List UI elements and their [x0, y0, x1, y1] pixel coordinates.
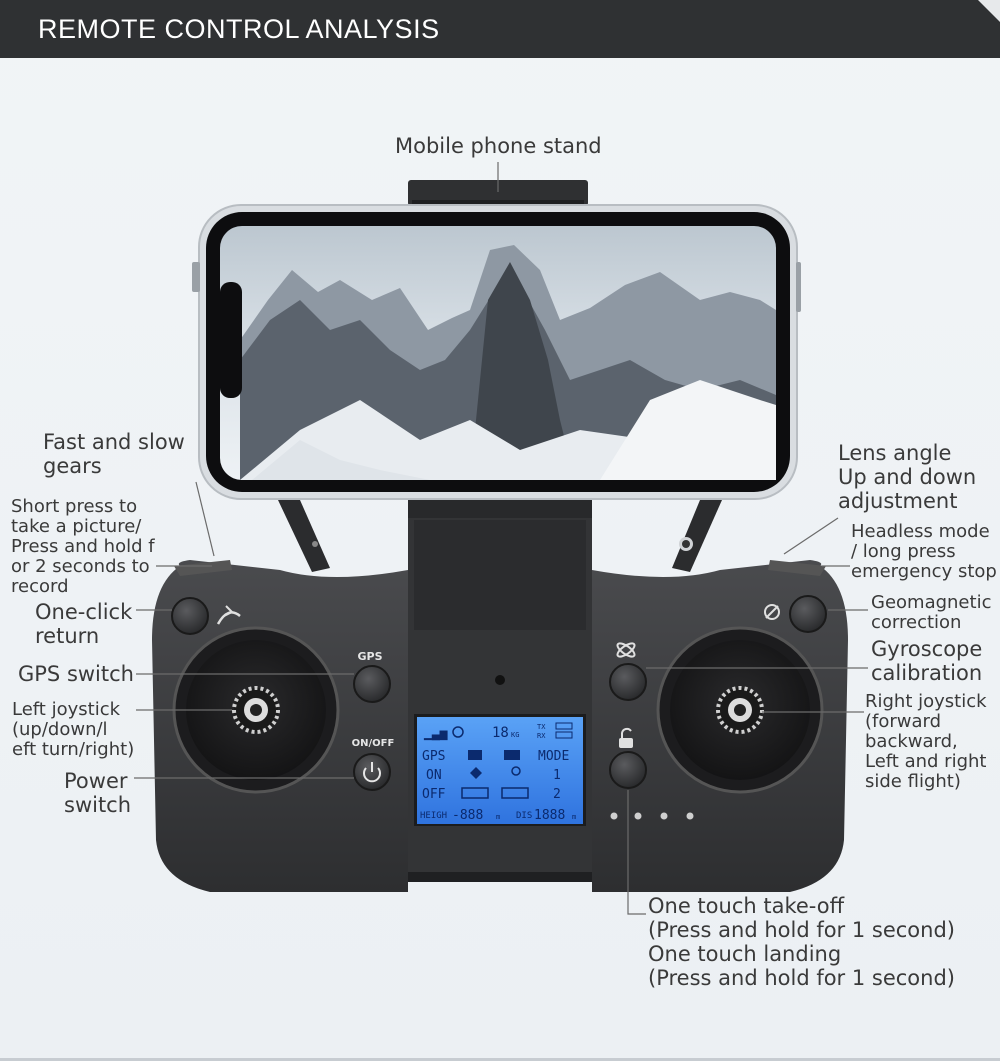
page-title: REMOTE CONTROL ANALYSIS — [38, 14, 440, 44]
lcd-dis: DIS — [516, 811, 532, 821]
lcd-one: 1 — [553, 768, 561, 783]
onoff-button-label: ON/OFF — [352, 738, 395, 749]
right-joystick[interactable] — [656, 626, 824, 794]
leader-lines — [134, 162, 868, 915]
lcd-speed-unit: KG — [511, 731, 519, 739]
label-gps-switch: GPS switch — [18, 662, 134, 686]
lcd-camera-icon — [468, 750, 482, 760]
lcd-speed: 18 — [492, 725, 509, 741]
lcd-pin-icon — [511, 766, 521, 776]
phone-screen-image — [220, 226, 776, 480]
lcd-signal-icon: ▁▃▅ — [423, 726, 448, 741]
lcd-headless-icon — [501, 787, 529, 799]
label-left-joystick: Left joystick (up/down/l eft turn/right) — [12, 699, 135, 760]
leader-takeoff — [627, 790, 646, 915]
lcd-heigh-unit: m — [496, 813, 500, 821]
lcd-gps: GPS — [422, 749, 445, 764]
one-click-return-button[interactable] — [171, 597, 209, 635]
label-phone-stand: Mobile phone stand — [395, 134, 602, 158]
lcd-heigh: HEIGH — [420, 811, 447, 821]
label-headless: Headless mode / long press emergency sto… — [851, 521, 997, 582]
lcd-target-icon — [452, 726, 464, 738]
label-gyroscope: Gyroscope calibration — [871, 637, 983, 685]
compass-icon — [764, 604, 780, 620]
label-fast-slow: Fast and slow gears — [43, 430, 185, 478]
lcd-hold-icon — [461, 787, 489, 799]
label-lens-angle: Lens angle Up and down adjustment — [838, 441, 977, 513]
label-right-joystick: Right joystick (forward backward, Left a… — [865, 691, 987, 792]
lcd-two: 2 — [553, 787, 561, 802]
label-short-press: Short press to take a picture/ Press and… — [11, 496, 155, 597]
lcd-video-icon — [504, 750, 520, 760]
return-icon — [216, 605, 241, 625]
label-takeoff-landing: One touch take-off (Press and hold for 1… — [648, 894, 955, 990]
lcd-off: OFF — [422, 787, 446, 802]
unlock-icon — [619, 727, 633, 748]
lcd-dis-unit: m — [572, 813, 576, 821]
bottom-rule — [0, 1058, 1000, 1061]
takeoff-landing-button[interactable] — [609, 751, 647, 789]
label-geomagnetic: Geomagnetic correction — [871, 592, 992, 633]
gyroscope-icon — [616, 642, 636, 658]
lcd-screen: ▁▃▅ 18 KG TX RX GPS MODE ON 1 OFF 2 HEIG… — [414, 714, 586, 826]
lcd-dis-value: 1888 — [534, 808, 565, 823]
lcd-tx-battery-icon — [555, 722, 573, 730]
label-one-click-return: One-click return — [35, 600, 133, 648]
geomagnetic-button[interactable] — [789, 595, 827, 633]
header-bar: REMOTE CONTROL ANALYSIS — [0, 0, 1000, 58]
label-power-switch: Power switch — [64, 769, 132, 817]
indicator-dots — [610, 812, 694, 820]
left-joystick[interactable] — [172, 626, 340, 794]
lcd-rx: RX — [537, 732, 546, 740]
leader-lens-angle — [783, 517, 839, 555]
gps-switch-button[interactable] — [353, 665, 391, 703]
leader-fast-slow — [195, 481, 215, 557]
lcd-heigh-value: -888 — [452, 808, 483, 823]
lcd-mode: MODE — [538, 749, 569, 764]
gyroscope-button[interactable] — [609, 663, 647, 701]
header-corner — [978, 0, 1000, 22]
lcd-rx-battery-icon — [555, 731, 573, 739]
gps-button-label: GPS — [357, 650, 382, 663]
lcd-diamond-icon — [470, 767, 482, 779]
lcd-tx: TX — [537, 723, 546, 731]
power-icon — [363, 762, 381, 783]
lcd-on: ON — [426, 768, 442, 783]
stand-arms — [278, 500, 722, 572]
